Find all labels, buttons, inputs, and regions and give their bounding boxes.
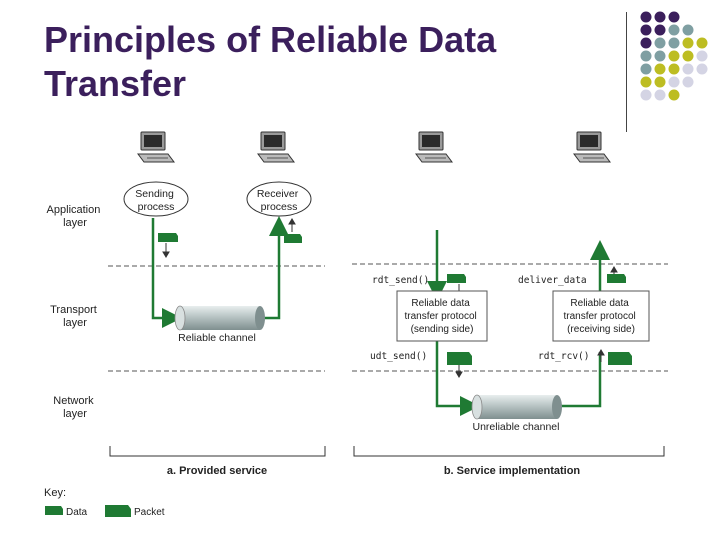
dot-row-6 — [640, 76, 694, 88]
unreliable-channel-pipe — [471, 394, 562, 420]
key-title: Key: — [44, 487, 66, 499]
caption-brackets — [109, 446, 665, 457]
sending-process-label: Sending process — [135, 188, 176, 213]
dot-row-1 — [640, 11, 680, 23]
reliable-channel-label: Reliable channel — [178, 332, 256, 344]
dot-row-3 — [640, 37, 708, 49]
packet-icon-receiver — [608, 352, 632, 365]
layer-boundaries — [108, 263, 668, 372]
dot-row-7 — [640, 89, 680, 101]
provided-service-caption: a. Provided service — [167, 465, 267, 477]
udt-send-call: udt_send() — [370, 351, 427, 362]
sender-computer-icon — [137, 131, 175, 163]
service-implementation-caption: b. Service implementation — [444, 465, 581, 477]
rdt-rcv-call: rdt_rcv() — [538, 351, 589, 362]
packet-icon-sender — [447, 352, 472, 365]
slide-title: Principles of Reliable Data Transfer — [44, 18, 604, 106]
rdt-diagram: Application layer Transport layer Networ… — [44, 131, 668, 518]
key-data-swatch — [45, 506, 63, 515]
sending-side-protocol-label: Reliable data transfer protocol (sending… — [404, 298, 479, 335]
title-divider — [626, 12, 627, 132]
dot-row-4 — [640, 50, 708, 62]
receiving-side-protocol-box — [552, 290, 650, 342]
sending-process-node — [123, 181, 189, 217]
sending-side-protocol-box — [396, 290, 488, 342]
decorative-dot-grid — [640, 11, 708, 101]
key-data-label: Data — [66, 507, 88, 518]
application-layer-label: Application layer — [47, 204, 104, 229]
dot-row-2 — [640, 24, 694, 36]
receiver-computer-icon — [257, 131, 295, 163]
key-packet-label: Packet — [134, 507, 165, 518]
reliable-channel-pipe — [174, 305, 265, 331]
unreliable-channel-label: Unreliable channel — [473, 421, 560, 433]
network-layer-label: Network layer — [53, 395, 96, 420]
transport-layer-label: Transport layer — [50, 304, 100, 329]
data-unit-icon-sender — [447, 274, 466, 283]
deliver-data-call: deliver_data — [518, 275, 587, 286]
receiver-process-label: Receiver process — [257, 188, 301, 213]
right-flow-path — [427, 230, 610, 416]
receiving-side-protocol-label: Reliable data transfer protocol (receivi… — [563, 298, 638, 335]
left-small-arrows — [162, 218, 296, 258]
data-unit-icon-receiver — [607, 274, 626, 283]
data-unit-icon-received — [284, 234, 302, 243]
left-flow-path — [151, 216, 289, 328]
rdt-send-call: rdt_send() — [372, 275, 429, 286]
key-packet-swatch — [105, 505, 131, 517]
title-line-1: Principles of Reliable Data — [44, 19, 497, 60]
receiver-computer-icon-right — [573, 131, 611, 163]
sender-computer-icon-right — [415, 131, 453, 163]
data-unit-icon — [158, 233, 178, 242]
dot-row-5 — [640, 63, 708, 75]
title-line-2: Transfer — [44, 63, 187, 104]
